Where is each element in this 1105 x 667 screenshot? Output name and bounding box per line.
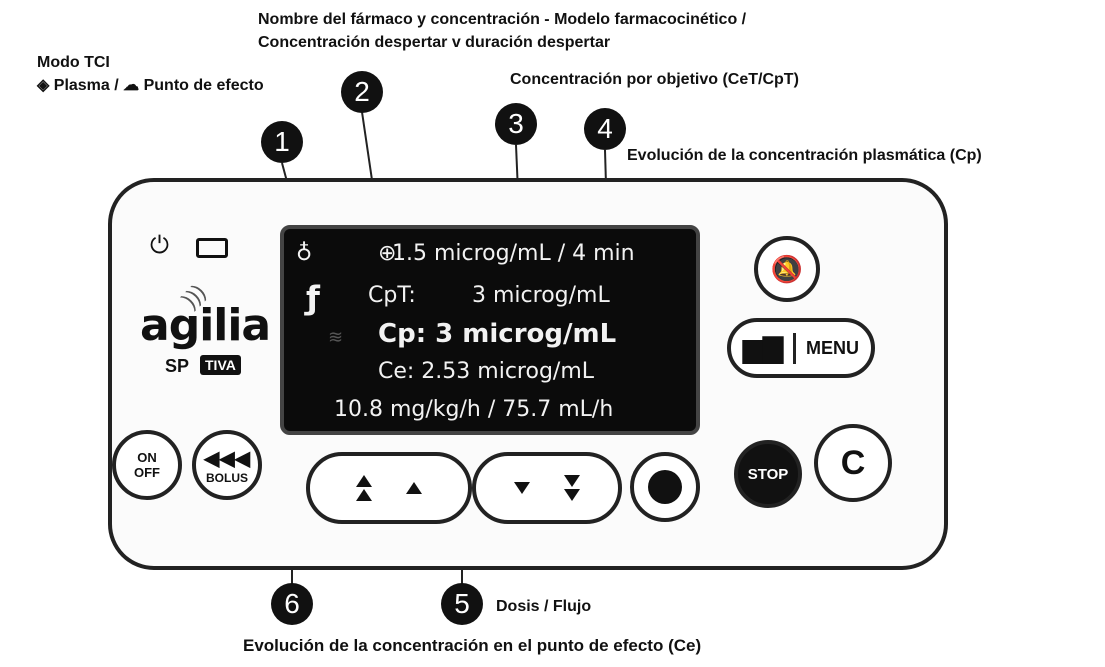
down-button[interactable] [514, 482, 530, 494]
fast-up-button[interactable] [356, 475, 372, 501]
up-arrow-icon [356, 489, 372, 501]
drug-name-label-line1: Nombre del fármaco y concentración - Mod… [258, 11, 747, 28]
fast-down-button[interactable] [564, 475, 580, 501]
brand-logo: agilia [140, 300, 271, 351]
callout-6: 6 [271, 583, 313, 625]
wifi-icon: ≋ [328, 327, 344, 348]
plasma-label: Plasma / [53, 77, 124, 94]
plug-icon: ⏻ [150, 232, 169, 259]
plasma-evolution-label: Evolución de la concentración plasmática… [627, 147, 982, 164]
callout-3: 3 [495, 103, 537, 145]
effect-evolution-label: Evolución de la concentración en el punt… [243, 636, 702, 655]
battery-icon [196, 238, 228, 258]
ok-dot-icon [648, 470, 682, 504]
effect-concentration: Ce: 2.53 microg/mL [378, 359, 595, 384]
plasma-effect-label: ◈ Plasma / ☁ Punto de efecto [37, 76, 264, 96]
clear-icon: C [840, 443, 866, 482]
off-label: OFF [134, 465, 160, 480]
ok-button[interactable] [630, 452, 700, 522]
up-button[interactable] [406, 482, 422, 494]
dose-rate-label: Dosis / Flujo [496, 598, 592, 615]
plasma-drop-screen-icon: ♁ [296, 241, 313, 266]
drug-name-label-line2: Concentración despertar v duración despe… [258, 34, 611, 51]
stop-button[interactable]: STOP [734, 440, 802, 508]
chart-menu-button-group: ▆▇ MENU [727, 318, 875, 378]
menu-button[interactable]: MENU [806, 337, 859, 358]
chart-icon[interactable]: ▆▇ [743, 332, 796, 364]
on-label: ON [137, 450, 157, 465]
callout-4: 4 [584, 108, 626, 150]
model-label: SP [165, 356, 190, 376]
wakeup-concentration: 1.5 microg/mL / 4 min [392, 241, 635, 266]
alarm-silence-icon: 🔕 [770, 253, 804, 284]
target-value: 3 microg/mL [472, 283, 610, 308]
target-concentration-label: Concentración por objetivo (CeT/CpT) [510, 71, 799, 88]
callout-5: 5 [441, 583, 483, 625]
plasma-drop-icon: ◈ [37, 77, 50, 94]
callout-2: 2 [341, 71, 383, 113]
target-mode-icon: ƒ [306, 279, 320, 317]
callout-1: 1 [261, 121, 303, 163]
plasma-concentration: Cp: 3 microg/mL [378, 319, 617, 349]
target-key: CpT: [368, 283, 416, 308]
decrease-rate-group [472, 452, 622, 524]
down-arrow-icon [564, 489, 580, 501]
effect-site-icon: ☁ [123, 77, 140, 94]
tci-mode-label: Modo TCI [37, 54, 110, 71]
down-arrow-icon [564, 475, 580, 487]
rewind-icon: ◀◀◀ [203, 447, 251, 470]
power-button[interactable]: ON OFF [112, 430, 182, 500]
effect-site-label: Punto de efecto [143, 77, 264, 94]
wakeup-icon: ⊕ [378, 241, 397, 266]
bolus-button[interactable]: ◀◀◀ BOLUS [192, 430, 262, 500]
bolus-label: BOLUS [206, 470, 248, 485]
alarm-silence-button[interactable]: 🔕 [754, 236, 820, 302]
up-arrow-icon [356, 475, 372, 487]
pump-screen: ♁ ⊕ 1.5 microg/mL / 4 min ƒ CpT: 3 micro… [280, 225, 700, 435]
tiva-badge: TIVA [200, 355, 241, 375]
clear-button[interactable]: C [814, 424, 892, 502]
dose-rate: 10.8 mg/kg/h / 75.7 mL/h [334, 397, 614, 422]
increase-rate-group [306, 452, 472, 524]
